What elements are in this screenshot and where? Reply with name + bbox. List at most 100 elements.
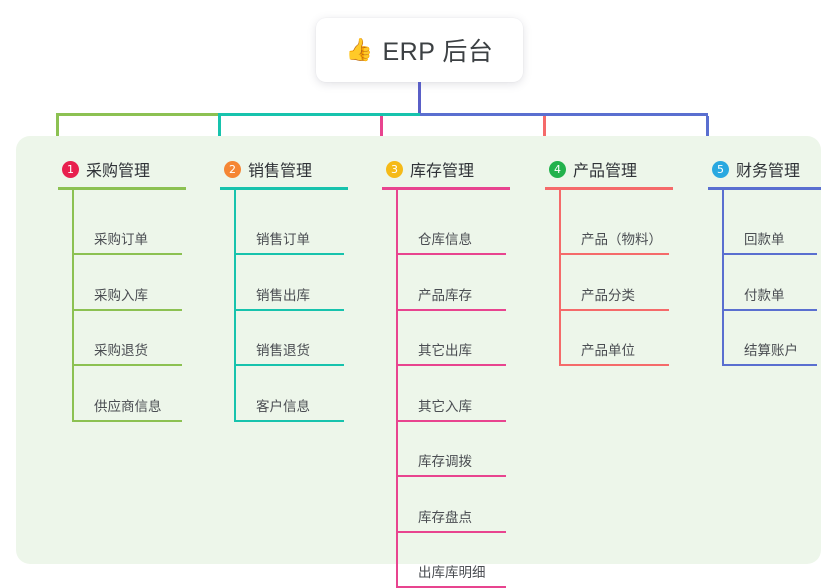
branch-item-label: 付款单 — [744, 287, 785, 303]
branch-title-3: 库存管理 — [410, 163, 475, 180]
branch-item[interactable]: 其它入库 — [396, 392, 506, 422]
branch-header-rule-4 — [545, 187, 673, 190]
branch-item[interactable]: 采购入库 — [72, 281, 182, 311]
branch-item-rule — [396, 308, 506, 311]
branch-item-label: 产品单位 — [581, 343, 635, 358]
branch-item[interactable]: 客户信息 — [234, 392, 344, 422]
branch-title-1: 采购管理 — [86, 163, 151, 180]
branch-item-rule — [396, 253, 506, 255]
branch-title-5: 财务管理 — [736, 163, 801, 180]
branch-column-5[interactable]: 5 财务管理回款单付款单结算账户 — [690, 156, 825, 366]
branch-item-label: 库存调拨 — [418, 454, 472, 469]
branch-item-rule — [396, 586, 506, 588]
branch-drop-connector-4 — [543, 116, 546, 145]
branch-header-rule-1 — [58, 187, 186, 190]
branch-item-rule — [559, 364, 669, 366]
branch-item-label: 产品分类 — [581, 287, 635, 303]
branch-item[interactable]: 产品分类 — [559, 281, 669, 311]
branch-header-1[interactable]: 1 采购管理 — [40, 156, 190, 182]
branch-item-label: 客户信息 — [256, 398, 310, 414]
branch-column-4[interactable]: 4 产品管理产品（物料） 产品分类产品单位 — [527, 156, 677, 366]
branch-item-rule — [559, 253, 669, 255]
branch-bar-segment-1 — [56, 113, 218, 116]
branch-header-rule-3 — [382, 187, 510, 190]
branch-item[interactable]: 销售订单 — [234, 225, 344, 255]
branch-header-4[interactable]: 4 产品管理 — [527, 156, 677, 182]
branch-badge-5: 5 — [712, 160, 729, 178]
branch-item[interactable]: 销售出库 — [234, 281, 344, 311]
branch-item-rule — [559, 308, 669, 311]
branch-item[interactable]: 销售退货 — [234, 336, 344, 366]
branch-item-rule — [234, 308, 344, 311]
branch-item-label: 供应商信息 — [94, 398, 162, 414]
branch-item-label: 库存盘点 — [418, 509, 472, 525]
branch-item[interactable]: 仓库信息 — [396, 225, 506, 255]
branch-item[interactable]: 付款单 — [722, 281, 817, 311]
branch-spine-1 — [72, 187, 74, 422]
branch-item[interactable]: 产品（物料） — [559, 225, 669, 255]
root-node-card[interactable]: 👍 ERP 后台 — [316, 18, 523, 82]
branch-item-label: 结算账户 — [744, 343, 798, 358]
branch-item-rule — [722, 253, 817, 255]
branch-item-label: 采购入库 — [94, 287, 148, 303]
branch-item-rule — [396, 419, 506, 422]
branch-item-rule — [396, 530, 506, 533]
branch-badge-1: 1 — [62, 160, 79, 178]
root-stem-connector — [418, 82, 421, 115]
branch-item[interactable]: 库存盘点 — [396, 503, 506, 533]
branch-drop-connector-1 — [56, 116, 59, 145]
branch-item-rule — [234, 364, 344, 366]
branch-spine-3 — [396, 187, 398, 588]
root-node-label: ERP 后台 — [382, 38, 494, 66]
branch-item-rule — [722, 308, 817, 311]
branch-item-rule — [72, 419, 182, 422]
branch-item[interactable]: 采购退货 — [72, 336, 182, 366]
branch-header-5[interactable]: 5 财务管理 — [690, 156, 825, 182]
branch-spine-2 — [234, 187, 236, 422]
branch-item-label: 仓库信息 — [418, 232, 472, 247]
branch-item-label: 销售退货 — [256, 343, 310, 358]
branch-drop-connector-2 — [218, 116, 221, 145]
branch-badge-3: 3 — [386, 160, 403, 178]
branch-item-rule — [72, 253, 182, 255]
branch-header-3[interactable]: 3 库存管理 — [364, 156, 514, 182]
branch-item-label: 产品库存 — [418, 287, 472, 303]
branch-item-label: 回款单 — [744, 232, 785, 247]
branch-item[interactable]: 采购订单 — [72, 225, 182, 255]
branch-item[interactable]: 产品库存 — [396, 281, 506, 311]
branch-title-4: 产品管理 — [573, 163, 638, 180]
branch-drop-connector-5 — [706, 116, 709, 145]
branch-badge-2: 2 — [224, 160, 241, 178]
branch-item-label: 其它入库 — [418, 398, 472, 414]
branch-item-rule — [72, 308, 182, 311]
branch-item-label: 销售出库 — [256, 287, 310, 303]
branch-drop-connector-3 — [380, 116, 383, 145]
branch-item-label: 其它出库 — [418, 343, 472, 358]
branch-item[interactable]: 结算账户 — [722, 336, 817, 366]
branch-item-rule — [234, 419, 344, 422]
branch-header-rule-5 — [708, 187, 821, 190]
branch-item[interactable]: 回款单 — [722, 225, 817, 255]
branch-item-rule — [72, 364, 182, 366]
branch-column-3[interactable]: 3 库存管理仓库信息产品库存其它出库其它入库库存调拨库存盘点出库库明细 — [364, 156, 514, 588]
branch-spine-5 — [722, 187, 724, 366]
branch-item-rule — [396, 364, 506, 366]
branch-item[interactable]: 供应商信息 — [72, 392, 182, 422]
branch-item-rule — [396, 475, 506, 477]
branch-item-label: 产品（物料） — [581, 232, 662, 247]
branch-item[interactable]: 产品单位 — [559, 336, 669, 366]
branch-badge-4: 4 — [549, 160, 566, 178]
branch-item[interactable]: 其它出库 — [396, 336, 506, 366]
branch-header-rule-2 — [220, 187, 348, 190]
branch-item-label: 采购订单 — [94, 232, 148, 247]
root-node-content: 👍 ERP 后台 — [346, 32, 494, 68]
branch-item[interactable]: 库存调拨 — [396, 447, 506, 477]
branch-column-1[interactable]: 1 采购管理采购订单采购入库采购退货供应商信息 — [40, 156, 190, 422]
branch-item-label: 销售订单 — [256, 232, 310, 247]
branch-bar-segment-2 — [218, 113, 420, 116]
branch-item[interactable]: 出库库明细 — [396, 558, 506, 588]
